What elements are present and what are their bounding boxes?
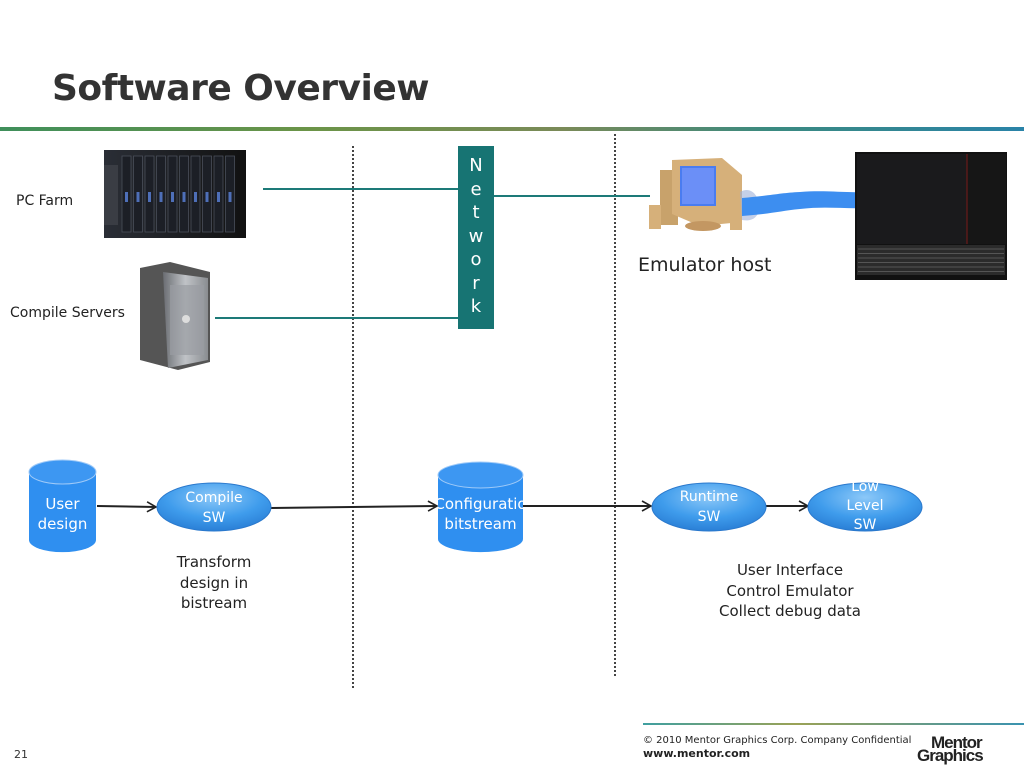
blade-led	[194, 192, 197, 202]
blade-led	[182, 192, 186, 202]
runtime-sw-text: Runtime SW	[679, 489, 739, 525]
runtime-sw-node	[651, 482, 767, 532]
network-box: N e t w o r k	[458, 146, 494, 329]
pc-farm-label: PC Farm	[16, 193, 74, 209]
blade-led	[125, 192, 128, 202]
network-letter: k	[470, 296, 482, 317]
user-design-node	[28, 459, 97, 553]
network-letter: N	[469, 155, 483, 176]
edge-user-to-compile	[96, 501, 158, 513]
title-divider	[0, 127, 1024, 131]
compile-server-image	[140, 262, 210, 370]
blade-led	[171, 192, 174, 202]
footer-url: www.mentor.com	[643, 747, 751, 760]
network-letter: t	[472, 202, 480, 223]
configuration-bitstream-text: Configuratio bitstream	[438, 495, 523, 533]
blade-led	[217, 192, 220, 202]
pc-farm-image	[104, 150, 246, 238]
configuration-bitstream-node	[437, 461, 524, 553]
blade-led	[136, 192, 140, 202]
edge-compile-to-config	[270, 500, 439, 512]
user-design-text: User design	[37, 495, 88, 533]
emulator-host-pc-image	[649, 158, 760, 231]
low-level-sw-node	[807, 482, 923, 532]
low-level-sw-text: Low Level SW	[846, 479, 884, 533]
footer-copyright: © 2010 Mentor Graphics Corp. Company Con…	[643, 735, 912, 746]
network-letter: w	[468, 225, 484, 247]
compile-servers-label: Compile Servers	[10, 305, 125, 321]
emulator-cable	[742, 191, 865, 216]
slide-title: Software Overview	[52, 68, 430, 109]
compile-caption: Transform design in bistream	[176, 553, 252, 612]
compile-sw-text: Compile SW	[185, 490, 243, 526]
network-letter: e	[470, 178, 482, 200]
blade-led	[148, 192, 151, 202]
blade-led	[159, 192, 163, 202]
footer-divider	[643, 723, 1024, 725]
blade-led	[205, 192, 209, 202]
compile-sw-node	[156, 482, 272, 532]
network-letter: o	[470, 249, 482, 270]
network-letter: r	[472, 272, 480, 294]
mentor-graphics-logo: Mentor Graphics	[917, 733, 984, 765]
blade-led	[228, 192, 232, 202]
emulator-host-label: Emulator host	[638, 254, 772, 276]
runtime-caption: User Interface Control Emulator Collect …	[719, 561, 861, 620]
page-number: 21	[14, 748, 28, 761]
emulator-image	[855, 152, 1007, 280]
